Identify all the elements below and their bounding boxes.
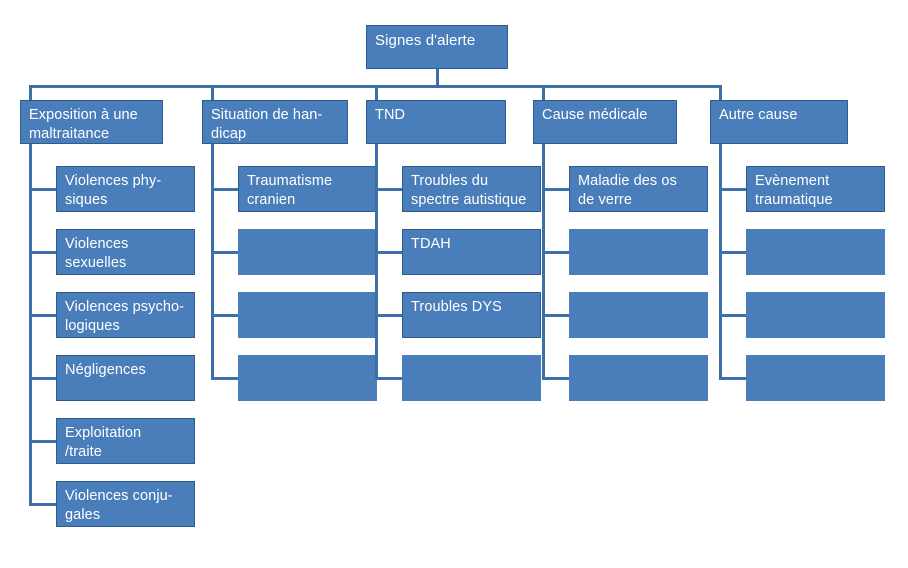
- child-node-0-2[interactable]: Violences psycho- logiques: [56, 292, 195, 338]
- child-stub-connector-4-1: [720, 250, 746, 254]
- child-stub-connector-2-1: [376, 250, 402, 254]
- child-node-0-4[interactable]: Exploitation /traite: [56, 418, 195, 464]
- child-node-empty-3-1[interactable]: [569, 229, 708, 275]
- child-stub-connector-0-2: [30, 313, 56, 317]
- child-stub-connector-0-4: [30, 439, 56, 443]
- child-node-empty-1-3[interactable]: [238, 355, 377, 401]
- child-stub-connector-0-1: [30, 250, 56, 254]
- child-node-empty-2-3[interactable]: [402, 355, 541, 401]
- child-node-empty-3-2[interactable]: [569, 292, 708, 338]
- child-stub-connector-3-0: [543, 187, 569, 191]
- child-node-1-0[interactable]: Traumatisme cranien: [238, 166, 377, 212]
- child-node-empty-4-2[interactable]: [746, 292, 885, 338]
- branch-node-3[interactable]: Cause médicale: [533, 100, 677, 144]
- child-stub-connector-2-2: [376, 313, 402, 317]
- branch-drop-connector-0: [28, 85, 32, 102]
- root-node[interactable]: Signes d'alerte: [366, 25, 508, 69]
- child-node-4-0[interactable]: Evènement traumatique: [746, 166, 885, 212]
- child-node-empty-4-3[interactable]: [746, 355, 885, 401]
- branch-drop-connector-2: [374, 85, 378, 102]
- child-node-0-5[interactable]: Violences conju- gales: [56, 481, 195, 527]
- child-stub-connector-1-0: [212, 187, 238, 191]
- branch-drop-connector-3: [541, 85, 545, 102]
- branch-spine-connector-4: [718, 144, 722, 380]
- child-node-2-0[interactable]: Troubles du spectre autistique: [402, 166, 541, 212]
- branch-spine-connector-0: [28, 144, 32, 506]
- branch-drop-connector-4: [718, 85, 722, 102]
- child-stub-connector-0-0: [30, 187, 56, 191]
- child-stub-connector-3-1: [543, 250, 569, 254]
- child-node-empty-1-2[interactable]: [238, 292, 377, 338]
- branch-node-2[interactable]: TND: [366, 100, 506, 144]
- child-stub-connector-1-2: [212, 313, 238, 317]
- child-node-0-0[interactable]: Violences phy- siques: [56, 166, 195, 212]
- child-stub-connector-2-3: [376, 376, 402, 380]
- child-stub-connector-2-0: [376, 187, 402, 191]
- branch-spine-connector-1: [210, 144, 214, 380]
- child-stub-connector-3-2: [543, 313, 569, 317]
- child-node-0-1[interactable]: Violences sexuelles: [56, 229, 195, 275]
- branch-node-0[interactable]: Exposition à une maltraitance: [20, 100, 163, 144]
- root-stem-connector: [435, 69, 439, 88]
- child-stub-connector-0-3: [30, 376, 56, 380]
- child-stub-connector-0-5: [30, 502, 56, 506]
- branch-spine-connector-2: [374, 144, 378, 380]
- child-node-empty-4-1[interactable]: [746, 229, 885, 275]
- child-node-2-2[interactable]: Troubles DYS: [402, 292, 541, 338]
- child-stub-connector-3-3: [543, 376, 569, 380]
- branch-node-4[interactable]: Autre cause: [710, 100, 848, 144]
- branch-drop-connector-1: [210, 85, 214, 102]
- child-node-2-1[interactable]: TDAH: [402, 229, 541, 275]
- child-stub-connector-1-1: [212, 250, 238, 254]
- child-node-0-3[interactable]: Négligences: [56, 355, 195, 401]
- child-stub-connector-4-2: [720, 313, 746, 317]
- child-node-empty-3-3[interactable]: [569, 355, 708, 401]
- child-node-empty-1-1[interactable]: [238, 229, 377, 275]
- branch-spine-connector-3: [541, 144, 545, 380]
- child-stub-connector-1-3: [212, 376, 238, 380]
- child-stub-connector-4-3: [720, 376, 746, 380]
- branch-node-1[interactable]: Situation de han- dicap: [202, 100, 348, 144]
- child-node-3-0[interactable]: Maladie des os de verre: [569, 166, 708, 212]
- child-stub-connector-4-0: [720, 187, 746, 191]
